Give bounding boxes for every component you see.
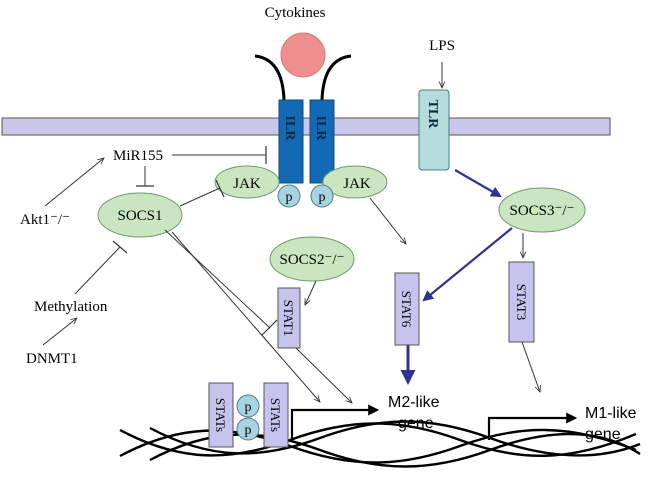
socs2-oval — [269, 236, 355, 282]
methylation-label: Methylation — [34, 299, 108, 315]
receptor-arm-right — [320, 54, 352, 101]
m1-gene-label-line1: M1-like — [585, 405, 637, 422]
socs1-inhibits-jak — [179, 187, 221, 207]
receptor-arm-left — [254, 54, 286, 101]
phospho-left-label: p — [286, 190, 293, 205]
stat3-label: STAT3 — [514, 284, 529, 321]
cell-membrane — [1, 117, 611, 136]
m2-gene-label-line1: M2-like — [388, 394, 440, 411]
stat6-label: STAT6 — [399, 291, 414, 328]
socs1-inhibits-stat1 — [164, 229, 271, 329]
socs2-label: SOCS2⁻/⁻ — [279, 252, 344, 268]
mir155-label: MiR155 — [113, 148, 163, 164]
cytokine-ball — [280, 32, 326, 78]
m2-promoter-arrow — [290, 404, 380, 440]
cytokines-label: Cytokines — [265, 5, 326, 21]
stat1-box — [277, 287, 301, 349]
ilr-right-label: ILR — [313, 116, 328, 142]
dnmt1-to-methylation-arrow — [42, 318, 77, 346]
m1-gene-label-line2: gene — [585, 426, 621, 443]
stat6-box — [394, 272, 420, 346]
phospho-right-label: p — [319, 190, 326, 205]
akt1-label: Akt1⁻/⁻ — [20, 212, 70, 228]
socs3-oval — [498, 187, 586, 233]
jak-left-label: JAK — [233, 176, 261, 192]
methylation-inhibit-bar — [112, 240, 128, 254]
akt1-to-mir155-arrow — [44, 158, 104, 207]
jak-oval-left — [214, 165, 280, 199]
stat1-to-gene-arrow — [295, 347, 352, 403]
methylation-inhibits-socs1 — [74, 246, 121, 295]
dnmt1-label: DNMT1 — [26, 351, 78, 367]
socs1-inhibit-bar-jak — [215, 179, 225, 198]
dimer-phospho-top — [236, 394, 260, 418]
socs3-label: SOCS3⁻/⁻ — [509, 203, 574, 219]
socs1-to-m2-arrow — [171, 231, 320, 402]
stats-right-label: STATs — [268, 398, 283, 432]
tlr-label: TLR — [425, 100, 440, 130]
stats-box-right — [263, 382, 289, 448]
socs2-to-stat1-arrow — [304, 280, 317, 305]
m1-promoter-arrow — [487, 412, 578, 440]
socs3-to-stat6-arrow — [422, 227, 513, 302]
ilr-receptor-right — [309, 99, 335, 184]
ilr-left-label: ILR — [282, 116, 297, 142]
tlr-to-socs3-arrow — [454, 169, 502, 198]
jak-oval-right — [322, 165, 388, 199]
stat3-box — [508, 261, 535, 343]
lps-label: LPS — [429, 38, 455, 54]
socs1-label: SOCS1 — [117, 208, 162, 224]
stats-left-label: STATs — [213, 398, 228, 432]
socs1-inhibit-bar-stat1 — [261, 319, 278, 336]
jak-right-label: JAK — [343, 176, 371, 192]
m2-gene-label-line2: gene — [398, 415, 434, 432]
dna-helix — [119, 420, 641, 468]
ilr-receptor-left — [278, 99, 304, 184]
jak-to-stat6-arrow — [369, 197, 406, 244]
tlr-receptor — [418, 89, 450, 171]
socs1-oval — [97, 192, 183, 238]
phospho-circle-right — [310, 184, 334, 208]
dimer-phospho-bottom — [236, 417, 260, 441]
dimer-phospho-top-label: p — [245, 400, 252, 415]
stat3-to-m1-arrow — [521, 341, 540, 392]
stats-box-left — [208, 382, 234, 448]
dimer-phospho-bottom-label: p — [245, 423, 252, 438]
phospho-circle-left — [277, 184, 301, 208]
stat1-label: STAT1 — [281, 300, 296, 337]
